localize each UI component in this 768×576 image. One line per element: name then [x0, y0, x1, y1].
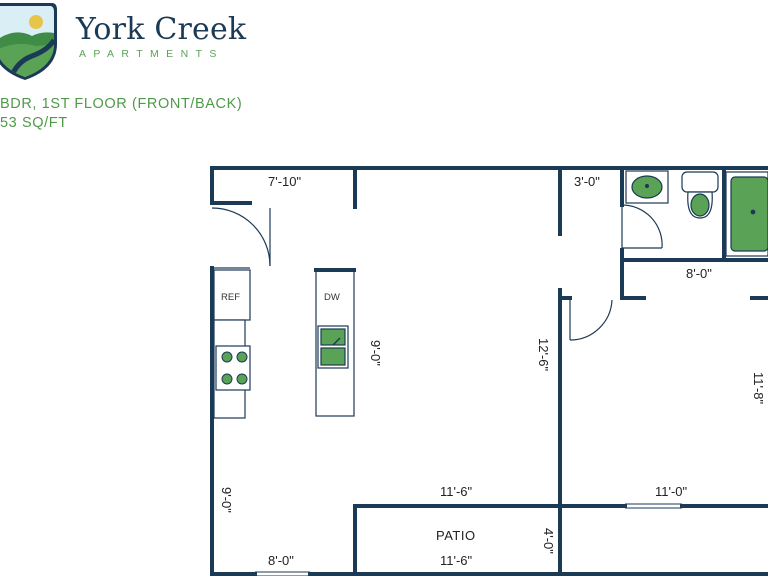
sink-icon — [317, 325, 349, 369]
windows — [255, 503, 682, 576]
dim-patio-vertical: 4'-0" — [541, 528, 556, 554]
brand-subtitle: APARTMENTS — [79, 48, 224, 60]
dim-bath-width: 3'-0" — [574, 174, 600, 189]
walls — [210, 166, 768, 576]
dim-bedroom-top: 8'-0" — [686, 266, 712, 281]
dim-patio-width: 11'-6" — [440, 553, 473, 568]
dim-dining-bottom: 8'-0" — [268, 553, 294, 568]
dim-bedroom-bottom: 11'-0" — [655, 484, 688, 499]
stove-icon — [221, 351, 248, 385]
dim-island-vertical: 9'-0" — [368, 340, 383, 366]
bathroom-sink-icon — [625, 170, 669, 204]
patio-label: PATIO — [436, 528, 476, 543]
ref-label: REF — [221, 292, 240, 303]
toilet-icon — [681, 171, 719, 219]
dim-living-vertical: 12'-6" — [536, 338, 551, 372]
dim-kitchen-top: 7'-10" — [268, 174, 302, 189]
dim-living-bottom: 11'-6" — [440, 484, 473, 499]
dim-bedroom-vertical: 11'-8" — [751, 372, 766, 405]
plan-title-line2: 53 SQ/FT — [0, 115, 68, 131]
plan-title-line1: BDR, 1ST FLOOR (FRONT/BACK) — [0, 96, 243, 112]
kitchen-counter — [213, 269, 251, 419]
york-creek-logo-icon — [0, 3, 57, 80]
doors — [211, 204, 663, 341]
plan-title: BDR, 1ST FLOOR (FRONT/BACK) 53 SQ/FT — [0, 95, 242, 133]
dim-dining-vertical: 9'-0" — [219, 487, 234, 513]
dw-label: DW — [324, 292, 340, 303]
brand-name: York Creek — [76, 12, 247, 47]
bathtub-icon — [725, 171, 768, 257]
